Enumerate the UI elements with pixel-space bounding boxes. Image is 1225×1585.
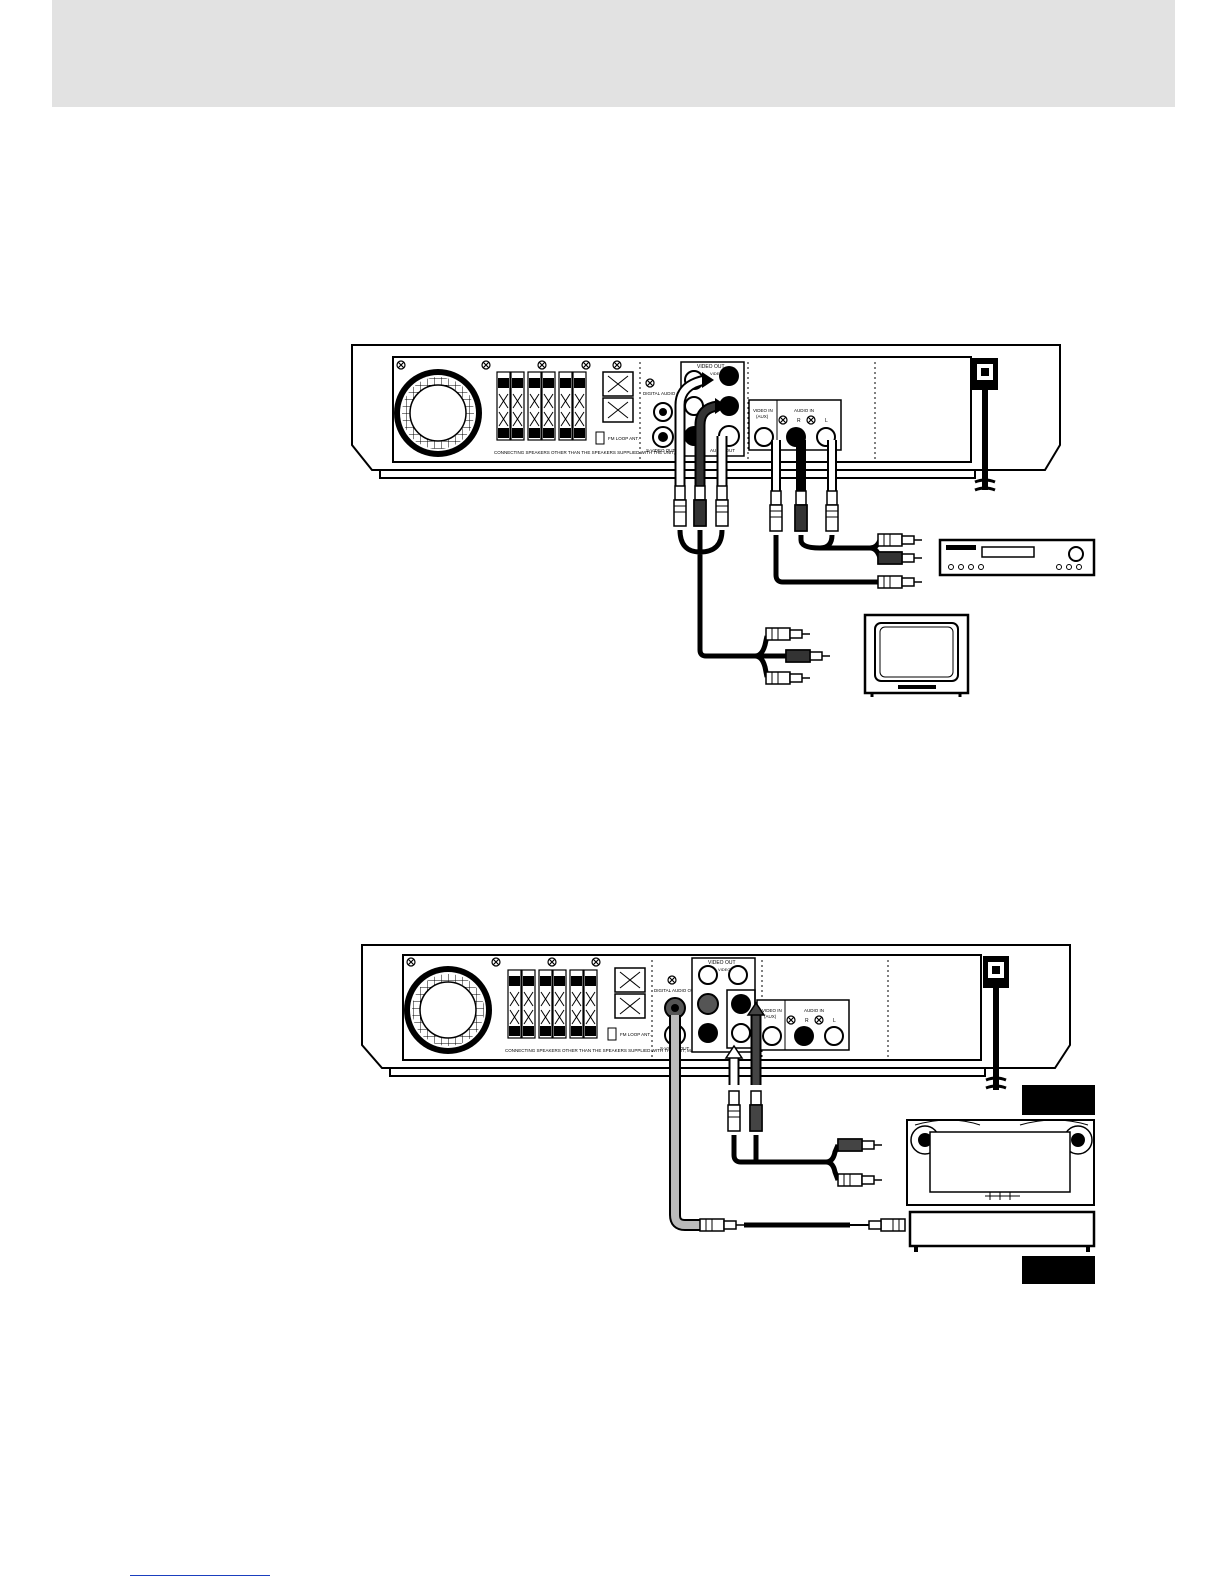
diagram-1: CONNECTING SPEAKERS OTHER THAN THE SPEAK… [351, 344, 1096, 697]
audio-in-r-label: R [805, 1018, 809, 1024]
aux-label: (AUX) [764, 1014, 777, 1019]
audio-in-l-label: L [825, 418, 828, 424]
cooling-fan-icon [394, 360, 482, 457]
audio-decoder-icon [908, 1210, 1096, 1252]
cooling-fan-icon [404, 957, 492, 1054]
audio-receiver-icon [938, 538, 1096, 577]
footer-rule [130, 1575, 270, 1576]
digital-audio-out-label: DIGITAL AUDIO OUT [654, 988, 697, 993]
header-band [52, 0, 1175, 107]
digital-audio-out-label: DIGITAL AUDIO OUT [643, 391, 686, 396]
video-label: VIDEO [718, 967, 730, 972]
stereo-system-icon [906, 1119, 1095, 1206]
video-out-label: VIDEO OUT [708, 960, 736, 966]
audio-in-r-label: R [797, 418, 801, 424]
video-in-label: VIDEO IN [753, 408, 773, 413]
audio-in-label: AUDIO IN [804, 1008, 824, 1013]
video-in-label: VIDEO IN [762, 1008, 782, 1013]
fm-loop-label: FM LOOP ANT. [620, 1032, 651, 1037]
speaker-warning-text: CONNECTING SPEAKERS OTHER THAN THE SPEAK… [505, 1048, 748, 1053]
video-label: VIDEO [710, 371, 722, 376]
speaker-warning-text: CONNECTING SPEAKERS OTHER THAN THE SPEAK… [494, 450, 737, 455]
audio-in-label: AUDIO IN [794, 408, 814, 413]
speaker-terminals [481, 360, 591, 441]
fm-loop-label: FM LOOP ANT. [608, 436, 639, 441]
speaker-terminals [491, 957, 601, 1039]
aux-label: (AUX) [756, 414, 769, 419]
diagram-2: CONNECTING SPEAKERS OTHER THAN THE SPEAK… [361, 944, 1096, 1284]
video-out-label: VIDEO OUT [697, 364, 725, 370]
television-icon [863, 613, 970, 697]
s-video-out-label: S-VIDEO OUT [646, 448, 676, 453]
audio-in-l-label: L [833, 1018, 836, 1024]
